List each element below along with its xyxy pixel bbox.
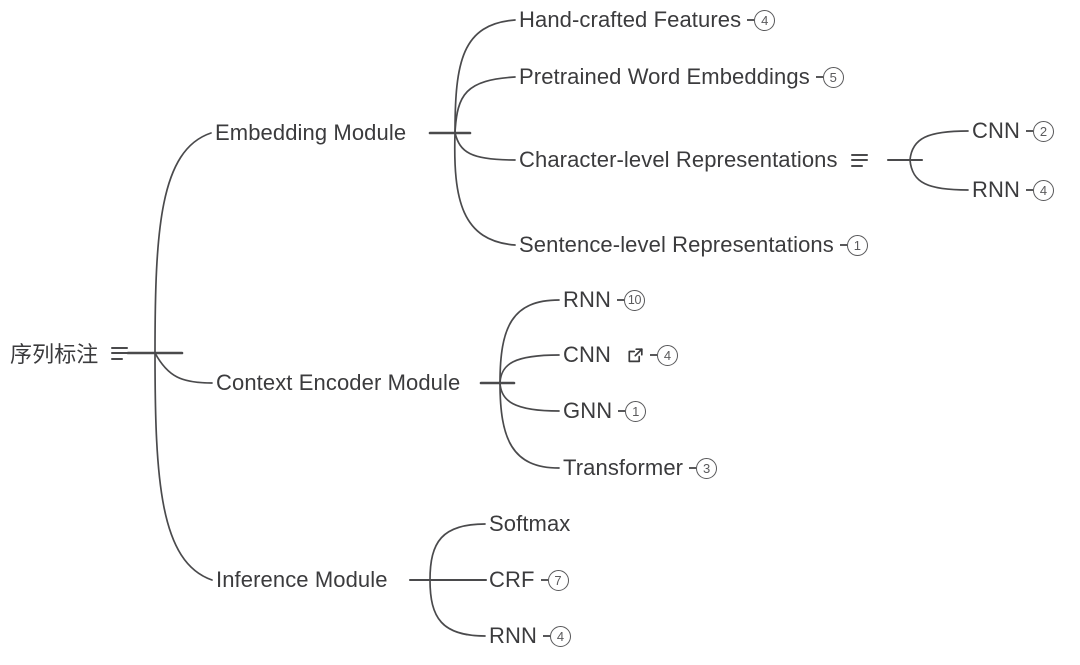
status-badge: 5: [822, 66, 844, 88]
badge-dash: [689, 467, 697, 469]
badge-wrap: 10: [616, 289, 645, 311]
edge-embedding-hand-crafted: [454, 19, 516, 134]
badge-dash: [540, 579, 548, 581]
node-context-transformer[interactable]: Transformer 3: [563, 455, 718, 481]
root-node-label: 序列标注: [10, 342, 99, 367]
node-inference-softmax[interactable]: Softmax: [489, 511, 570, 537]
branch-context-encoder-module[interactable]: Context Encoder Module: [216, 370, 460, 396]
node-label: RNN: [563, 287, 611, 312]
root-node[interactable]: 序列标注: [10, 337, 129, 369]
badge-dash: [1025, 189, 1033, 191]
node-label: Sentence-level Representations: [519, 232, 834, 257]
node-character-rnn[interactable]: RNN 4: [972, 177, 1054, 203]
node-pretrained-word-embeddings[interactable]: Pretrained Word Embeddings 5: [519, 64, 844, 90]
status-badge: 7: [547, 569, 569, 591]
edge-inference-rnn: [429, 579, 486, 637]
badge-dash: [815, 76, 823, 78]
edge-context-transformer: [499, 382, 560, 469]
node-label: Transformer: [563, 455, 684, 480]
node-context-rnn[interactable]: RNN 10: [563, 287, 645, 313]
node-character-cnn[interactable]: CNN 2: [972, 118, 1054, 144]
edge-embedding-character: [454, 132, 516, 161]
edge-character-rnn: [909, 159, 969, 191]
badge-wrap: 1: [839, 234, 868, 256]
node-label: GNN: [563, 398, 613, 423]
badge-wrap: 5: [815, 66, 844, 88]
badge-dash: [616, 299, 624, 301]
node-label: CNN: [972, 118, 1020, 143]
edge-root-inference: [154, 352, 213, 581]
node-label: RNN: [489, 623, 537, 648]
status-badge: 4: [1032, 179, 1054, 201]
edge-character-cnn: [909, 130, 969, 161]
badge-wrap: 7: [540, 569, 569, 591]
edge-embedding-sentence: [453, 132, 516, 246]
node-context-gnn[interactable]: GNN 1: [563, 398, 647, 424]
status-badge: 10: [623, 289, 645, 311]
node-label: Hand-crafted Features: [519, 7, 742, 32]
badge-wrap: 4: [542, 625, 571, 647]
node-sentence-level-representations[interactable]: Sentence-level Representations 1: [519, 232, 868, 258]
badge-wrap: 4: [1025, 179, 1054, 201]
status-badge: 3: [696, 457, 718, 479]
note-icon: [850, 153, 868, 167]
edge-embedding-pretrained: [454, 76, 516, 134]
branch-inference-module[interactable]: Inference Module: [216, 567, 388, 593]
branch-label: Context Encoder Module: [216, 370, 461, 395]
edge-context-gnn: [499, 382, 560, 412]
node-label: CRF: [489, 567, 535, 592]
edge-root-embedding: [154, 132, 212, 354]
status-badge: 1: [625, 400, 647, 422]
badge-wrap: 4: [747, 9, 776, 31]
status-badge: 4: [656, 344, 678, 366]
badge-wrap: 2: [1025, 120, 1054, 142]
node-label: Pretrained Word Embeddings: [519, 64, 810, 89]
badge-dash: [1025, 130, 1033, 132]
edge-root-context: [154, 352, 213, 384]
badge-dash: [618, 410, 626, 412]
status-badge: 4: [549, 625, 571, 647]
node-character-level-representations[interactable]: Character-level Representations: [519, 147, 868, 173]
branch-label: Inference Module: [216, 567, 388, 592]
badge-dash: [747, 19, 755, 21]
badge-dash: [649, 354, 657, 356]
status-badge: 4: [754, 9, 776, 31]
status-badge: 1: [846, 234, 868, 256]
branch-embedding-module[interactable]: Embedding Module: [215, 120, 406, 146]
external-link-icon[interactable]: [627, 347, 644, 364]
node-label: RNN: [972, 177, 1020, 202]
badge-wrap: 3: [689, 457, 718, 479]
node-hand-crafted-features[interactable]: Hand-crafted Features 4: [519, 7, 776, 33]
note-icon: [111, 346, 129, 360]
badge-wrap: 1: [618, 400, 647, 422]
badge-dash: [542, 635, 550, 637]
node-inference-rnn[interactable]: RNN 4: [489, 623, 571, 649]
node-label: Character-level Representations: [519, 147, 838, 172]
node-inference-crf[interactable]: CRF 7: [489, 567, 569, 593]
node-label: CNN: [563, 342, 611, 367]
branch-label: Embedding Module: [215, 120, 407, 145]
node-context-cnn[interactable]: CNN 4: [563, 342, 678, 368]
edge-context-rnn: [499, 299, 560, 384]
edge-inference-softmax: [429, 523, 486, 581]
badge-wrap: 4: [649, 344, 678, 366]
status-badge: 2: [1032, 120, 1054, 142]
node-label: Softmax: [489, 511, 571, 536]
edge-context-cnn: [499, 354, 560, 384]
badge-dash: [839, 244, 847, 246]
